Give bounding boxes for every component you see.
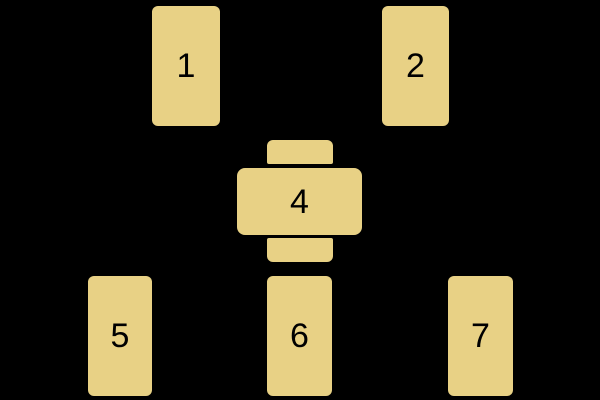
block-label: 7 bbox=[471, 317, 490, 355]
block-5[interactable]: 5 bbox=[88, 276, 152, 396]
block-6[interactable]: 6 bbox=[267, 276, 332, 396]
block-4[interactable]: 4 bbox=[237, 168, 362, 235]
block-7[interactable]: 7 bbox=[448, 276, 513, 396]
block-2[interactable]: 2 bbox=[382, 6, 449, 126]
node-top-tab bbox=[267, 140, 333, 164]
block-label: 4 bbox=[290, 182, 309, 221]
block-label: 2 bbox=[406, 47, 425, 85]
node-bottom-tab bbox=[267, 238, 333, 262]
block-label: 5 bbox=[110, 317, 130, 355]
block-1[interactable]: 1 bbox=[152, 6, 220, 126]
block-label: 1 bbox=[176, 47, 196, 85]
block-label: 6 bbox=[290, 317, 309, 355]
